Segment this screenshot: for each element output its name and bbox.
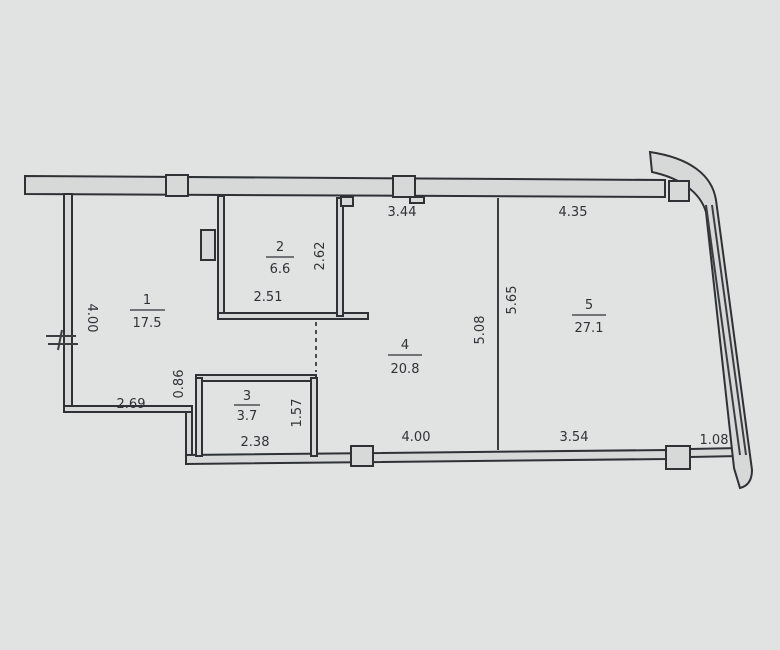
dim-room1-width: 2.69 (117, 397, 146, 412)
dim-room5-top: 4.35 (559, 205, 588, 220)
dim-room5-height: 5.65 (505, 286, 520, 315)
room-area: 17.5 (133, 316, 162, 331)
room-number: 1 (143, 293, 151, 308)
room-area: 27.1 (575, 321, 604, 336)
room-number: 5 (585, 298, 593, 313)
dim-room3-height: 1.57 (290, 399, 305, 428)
room-2: 2 6.6 (266, 240, 294, 277)
dim-room2-width: 2.51 (254, 290, 283, 305)
dim-room4-bottom: 4.00 (402, 430, 431, 445)
dim-room4-top: 3.44 (388, 205, 417, 220)
dim-room1-height: 4.00 (84, 304, 99, 333)
dim-room4-height: 5.08 (473, 316, 488, 345)
room-number: 2 (276, 240, 284, 255)
room-area: 3.7 (237, 409, 258, 424)
dimensions: 4.00 2.69 0.86 2.51 2.62 2.38 1.57 3.44 … (84, 205, 728, 450)
dim-balcony-width: 1.08 (700, 433, 729, 448)
room-5: 5 27.1 (572, 298, 606, 336)
room-area: 20.8 (391, 362, 420, 377)
window-blocks (165, 174, 691, 470)
room-number: 4 (401, 338, 409, 353)
interior-walls (46, 195, 499, 457)
room-number: 3 (243, 389, 251, 404)
room-4: 4 20.8 (388, 338, 422, 377)
dim-room2-height: 2.62 (313, 242, 328, 271)
room-area: 6.6 (270, 262, 291, 277)
dim-room1-notch: 0.86 (172, 370, 187, 399)
dim-room3-width: 2.38 (241, 435, 270, 450)
dim-room5-bottom: 3.54 (560, 430, 589, 445)
room-1: 1 17.5 (130, 293, 165, 331)
room-3: 3 3.7 (234, 389, 260, 424)
